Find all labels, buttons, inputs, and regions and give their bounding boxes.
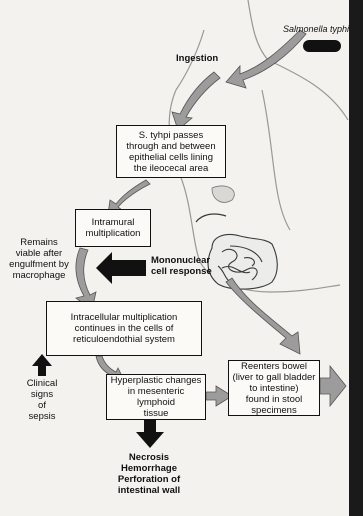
arrow-out-right <box>320 366 346 406</box>
arrow-mononuclear <box>96 252 146 284</box>
arrow-clinical-signs <box>32 354 52 376</box>
clinical-signs-label: Clinical signs of sepsis <box>22 378 62 422</box>
step-hyperplastic-box: Hyperplastic changes in mesenteric lymph… <box>106 374 206 420</box>
intestines-illustration <box>196 214 277 289</box>
organism-label: Salmonella typhi <box>283 24 363 35</box>
arrow-intestine-to-reenters <box>226 278 300 354</box>
arrow-ingestion <box>226 30 306 88</box>
ingestion-label: Ingestion <box>176 53 218 64</box>
organ-shape <box>212 186 234 202</box>
outcomes-label: Necrosis Hemorrhage Perforation of intes… <box>104 452 194 496</box>
step-intramural-box: Intramural multiplication <box>75 209 151 247</box>
step-reenters-box: Reenters bowel (liver to gall bladder to… <box>228 360 320 416</box>
image-edge <box>349 0 363 516</box>
salmonella-bacterium-icon <box>303 40 341 52</box>
arrow-to-passes <box>172 72 220 130</box>
viable-label: Remains viable after engulfment by macro… <box>0 237 78 281</box>
step-intracellular-box: Intracellular multiplication continues i… <box>46 301 202 356</box>
mononuclear-label: Mononuclear cell response <box>151 255 212 277</box>
step-passes-box: S. tyhpi passes through and between epit… <box>116 125 226 178</box>
arrow-outcomes <box>136 420 164 448</box>
